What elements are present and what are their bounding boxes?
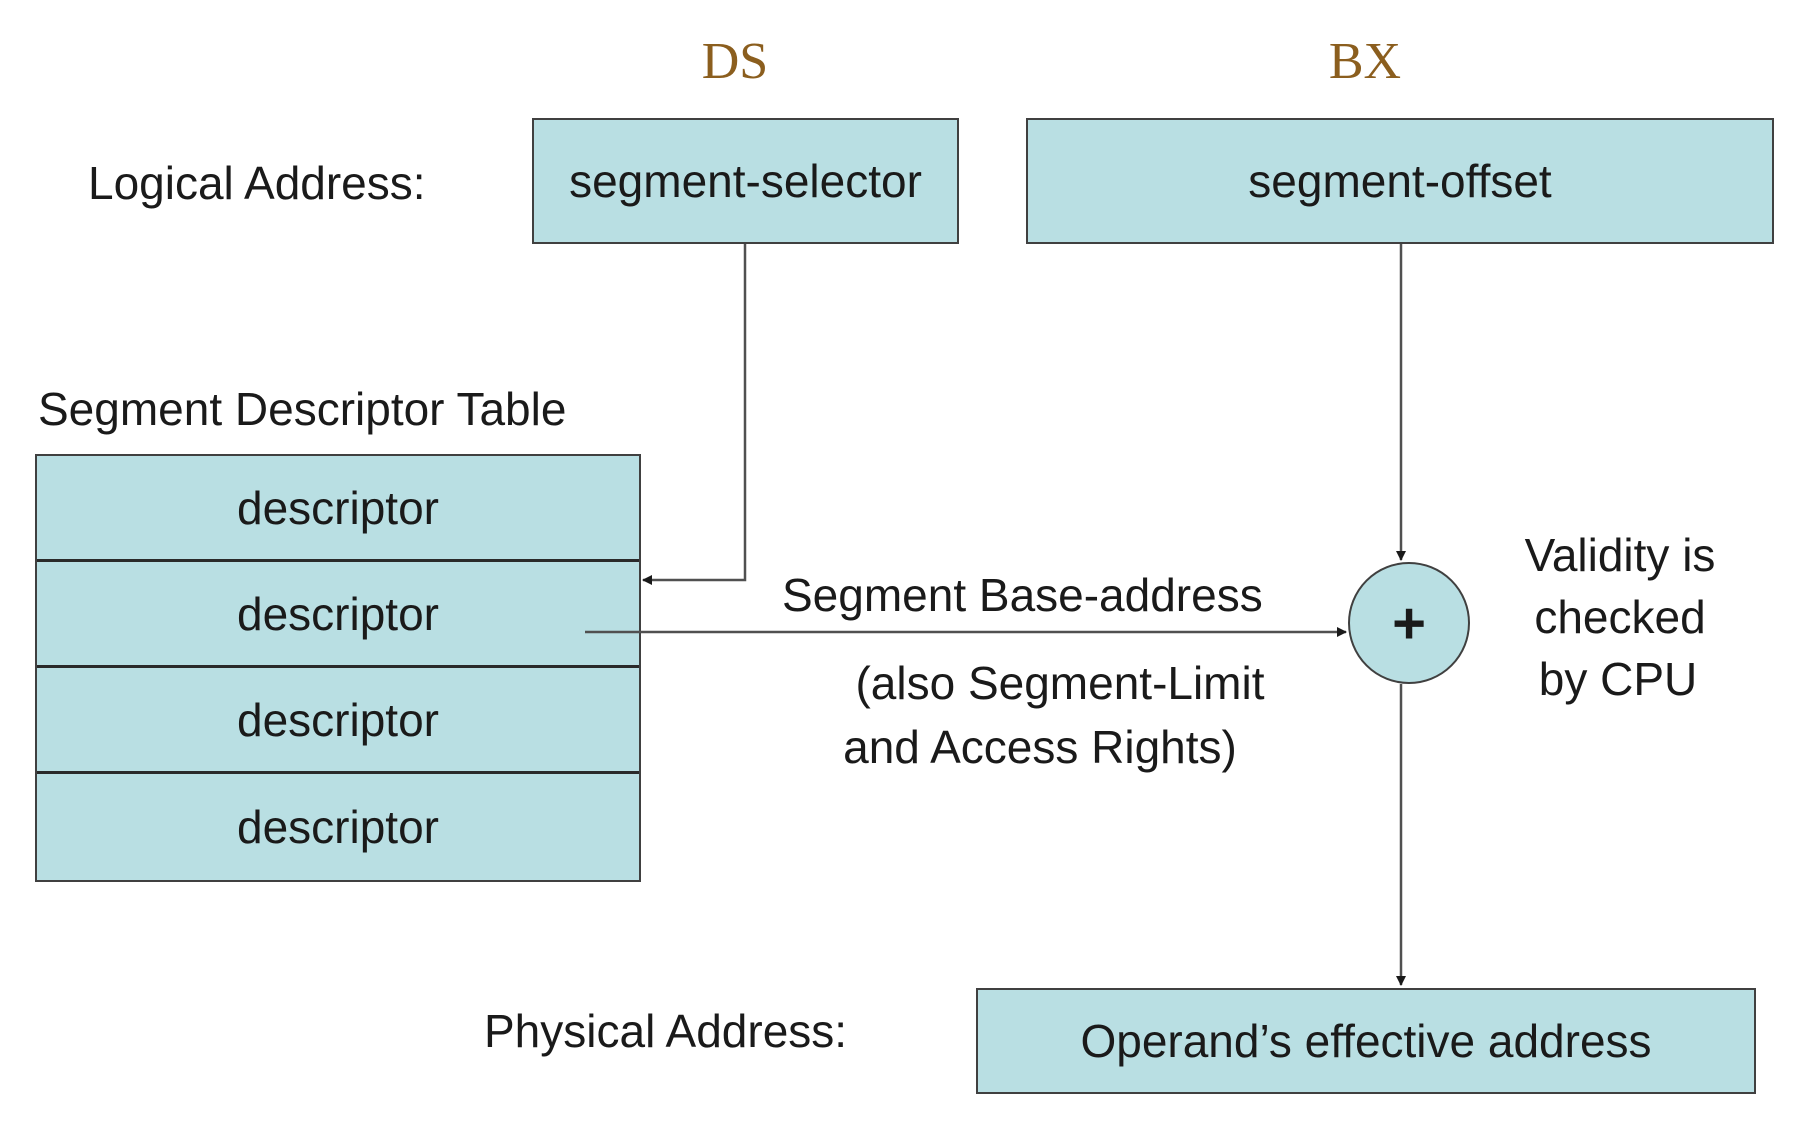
base-address-note-line2: and Access Rights) [843, 721, 1237, 773]
segment-selector-text: segment-selector [569, 155, 922, 207]
descriptor-row-selected: descriptor [37, 562, 639, 668]
descriptor-row-label: descriptor [237, 693, 439, 746]
segment-descriptor-table: descriptor descriptor descriptor descrip… [35, 454, 641, 882]
base-address-label: Segment Base-address [782, 569, 1263, 621]
segment-selector-box: segment-selector [532, 118, 959, 244]
descriptor-row: descriptor [37, 456, 639, 562]
base-address-note-line1: (also Segment-Limit [855, 657, 1265, 709]
register-label-bx: BX [1328, 33, 1402, 90]
validity-note-line1: Validity is [1524, 529, 1716, 581]
effective-address-text: Operand’s effective address [1080, 1015, 1652, 1067]
descriptor-row-label: descriptor [237, 481, 439, 534]
physical-address-label: Physical Address: [484, 1005, 848, 1057]
validity-note-line3: by CPU [1538, 653, 1698, 705]
validity-note-line2: checked [1534, 591, 1706, 643]
plus-icon: + [1392, 590, 1426, 656]
adder-circle: + [1348, 562, 1470, 684]
descriptor-row: descriptor [37, 774, 639, 880]
selector-to-descriptor-arrow [642, 244, 747, 585]
descriptor-table-title: Segment Descriptor Table [38, 383, 567, 435]
descriptor-row: descriptor [37, 668, 639, 774]
descriptor-row-label: descriptor [237, 801, 439, 853]
logical-address-label: Logical Address: [88, 157, 426, 209]
descriptor-row-label: descriptor [237, 587, 439, 640]
segment-offset-box: segment-offset [1026, 118, 1774, 244]
register-label-ds: DS [701, 33, 769, 90]
segment-offset-text: segment-offset [1248, 155, 1552, 207]
effective-address-box: Operand’s effective address [976, 988, 1756, 1094]
